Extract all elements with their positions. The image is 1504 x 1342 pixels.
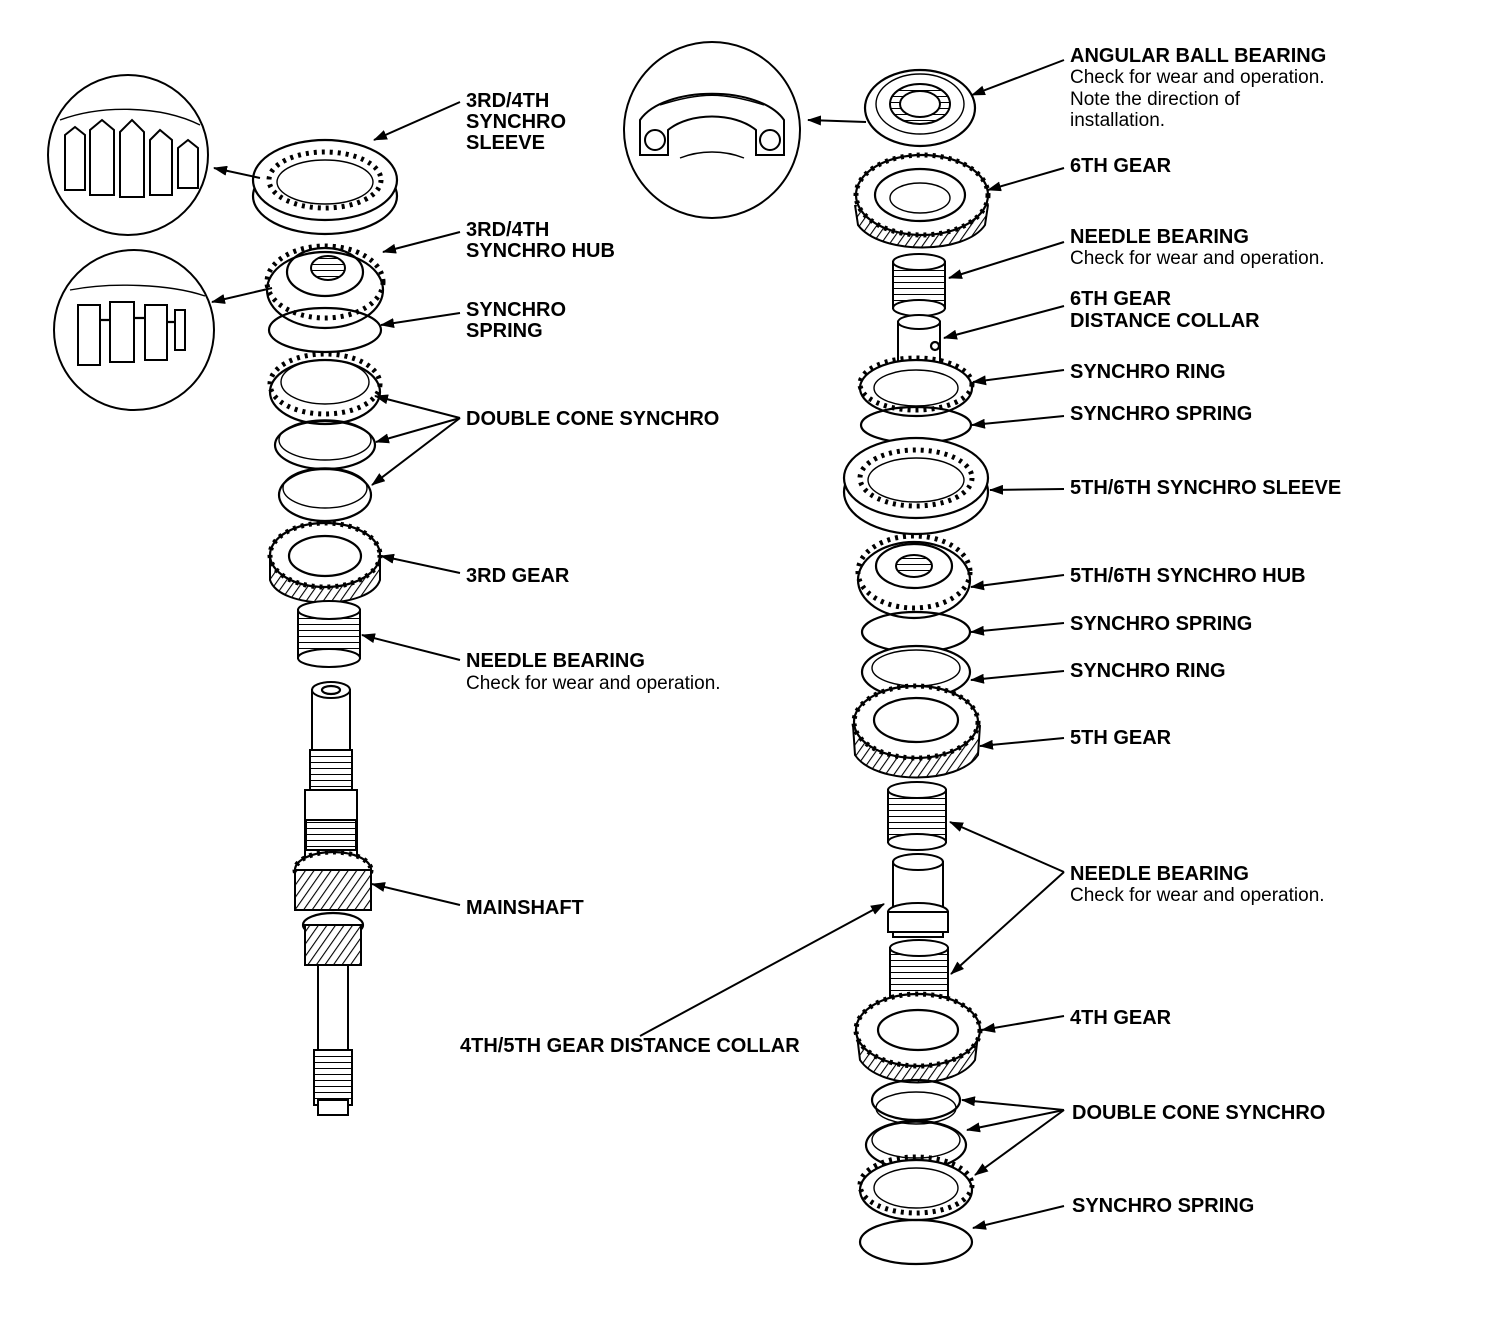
label-sleeve-line3: SLEEVE <box>466 132 545 154</box>
label-spring-line1: SYNCHRO <box>466 299 566 321</box>
label-fourth-gear: 4TH GEAR <box>1070 1007 1172 1029</box>
note-needle-bearing-left: Check for wear and operation. <box>466 673 721 694</box>
right-double-cone-synchro <box>857 1078 975 1222</box>
label-third-gear: 3RD GEAR <box>466 565 570 587</box>
label-fifth-gear: 5TH GEAR <box>1070 727 1172 749</box>
label-synchro-spring-mid: SYNCHRO SPRING <box>1070 613 1252 635</box>
right-fifth-gear <box>851 683 981 779</box>
note-angular-bearing-1: Check for wear and operation. <box>1070 67 1325 88</box>
left-synchro-sleeve <box>251 138 399 236</box>
left-parts-stack <box>47 74 399 1116</box>
label-synchro-ring-top: SYNCHRO RING <box>1070 361 1226 383</box>
hub-tooth-detail-circle <box>53 249 215 411</box>
label-angular-ball-bearing: ANGULAR BALL BEARING <box>1070 45 1326 67</box>
label-sleeve-line2: SYNCHRO <box>466 111 566 133</box>
note-needle-bearing-right-bottom: Check for wear and operation. <box>1070 885 1325 906</box>
right-synchro-hub <box>855 533 973 620</box>
label-needle-bearing-right-bottom: NEEDLE BEARING <box>1070 863 1249 885</box>
right-fourth-gear <box>853 991 983 1084</box>
left-mainshaft <box>292 681 374 1116</box>
leader-arrows <box>211 59 1065 1230</box>
label-double-cone-left: DOUBLE CONE SYNCHRO <box>466 408 719 430</box>
right-angular-ball-bearing <box>863 68 977 148</box>
label-spring-line2: SPRING <box>466 320 543 342</box>
left-double-cone-synchro <box>267 351 383 523</box>
label-sleeve-line1: 3RD/4TH <box>466 90 549 112</box>
right-synchro-spring-bottom <box>858 1218 974 1266</box>
left-third-gear <box>267 520 383 604</box>
label-sleeve-56: 5TH/6TH SYNCHRO SLEEVE <box>1070 477 1341 499</box>
label-hub-56: 5TH/6TH SYNCHRO HUB <box>1070 565 1306 587</box>
label-synchro-ring-mid: SYNCHRO RING <box>1070 660 1226 682</box>
label-hub-line2: SYNCHRO HUB <box>466 240 615 262</box>
sleeve-tooth-detail-circle <box>47 74 209 236</box>
label-needle-bearing-left: NEEDLE BEARING <box>466 650 645 672</box>
right-needle-bearing-mid <box>887 781 947 851</box>
note-angular-bearing-3: installation. <box>1070 110 1165 131</box>
right-labels: ANGULAR BALL BEARING Check for wear and … <box>1070 45 1341 1217</box>
right-parts-stack <box>623 41 991 1266</box>
label-synchro-spring-top: SYNCHRO SPRING <box>1070 403 1252 425</box>
ball-bearing-detail-circle <box>623 41 801 219</box>
label-hub-line1: 3RD/4TH <box>466 219 549 241</box>
note-needle-bearing-right-top: Check for wear and operation. <box>1070 248 1325 269</box>
label-double-cone-right: DOUBLE CONE SYNCHRO <box>1072 1102 1325 1124</box>
left-labels: 3RD/4TH SYNCHRO SLEEVE 3RD/4TH SYNCHRO H… <box>460 90 800 1057</box>
right-sixth-gear <box>853 152 991 249</box>
label-sixth-collar-line1: 6TH GEAR <box>1070 288 1172 310</box>
right-synchro-sleeve <box>842 436 990 536</box>
label-mainshaft: MAINSHAFT <box>466 897 584 919</box>
label-sixth-collar-line2: DISTANCE COLLAR <box>1070 310 1260 332</box>
label-synchro-spring-bottom: SYNCHRO SPRING <box>1072 1195 1254 1217</box>
note-angular-bearing-2: Note the direction of <box>1070 89 1241 110</box>
left-needle-bearing <box>297 600 361 668</box>
right-needle-bearing-top <box>892 253 946 317</box>
left-synchro-spring <box>267 306 383 354</box>
label-needle-bearing-right-top: NEEDLE BEARING <box>1070 226 1249 248</box>
label-collar-45: 4TH/5TH GEAR DISTANCE COLLAR <box>460 1035 800 1057</box>
label-sixth-gear: 6TH GEAR <box>1070 155 1172 177</box>
right-45-gear-distance-collar <box>887 853 949 938</box>
right-synchro-ring-top <box>857 355 975 418</box>
